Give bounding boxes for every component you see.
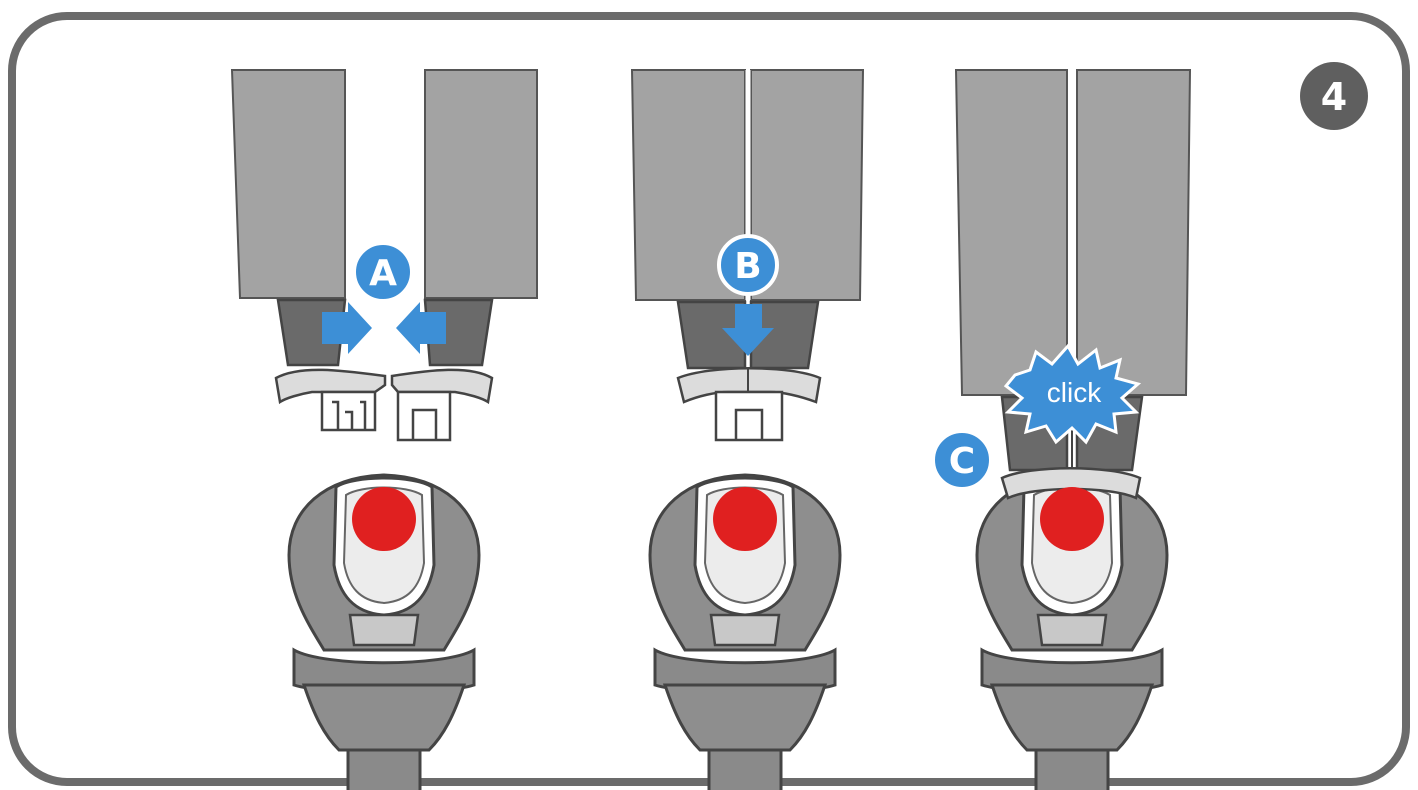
svg-text:B: B [734,246,761,287]
right-strap [424,69,538,299]
marker-c: C [931,429,993,491]
right-strap [1076,69,1192,396]
marker-b: B [717,234,779,296]
click-callout-text: click [1047,377,1102,408]
svg-text:A: A [369,253,397,294]
click-burst-icon: click [1003,343,1142,445]
panel-b: B [630,69,865,790]
svg-text:C: C [949,441,975,482]
arrow-right-icon [322,302,372,354]
red-release-button [713,487,777,551]
right-buckle-tongue [390,368,494,405]
panel-c: click C [931,69,1192,790]
left-buckle-tongue [274,368,387,405]
seated-buckle-tongue [1000,467,1142,500]
red-release-button [352,487,416,551]
left-strap [630,69,746,301]
right-strap [750,69,865,301]
step-badge: 4 [1300,62,1368,130]
marker-a: A [352,241,414,303]
left-strap [230,69,346,299]
left-strap [954,69,1068,396]
arrow-left-icon [396,302,446,354]
red-release-button [1040,487,1104,551]
step-number: 4 [1321,75,1347,119]
panel-a: A [230,69,538,790]
arrow-down-icon [722,304,774,356]
